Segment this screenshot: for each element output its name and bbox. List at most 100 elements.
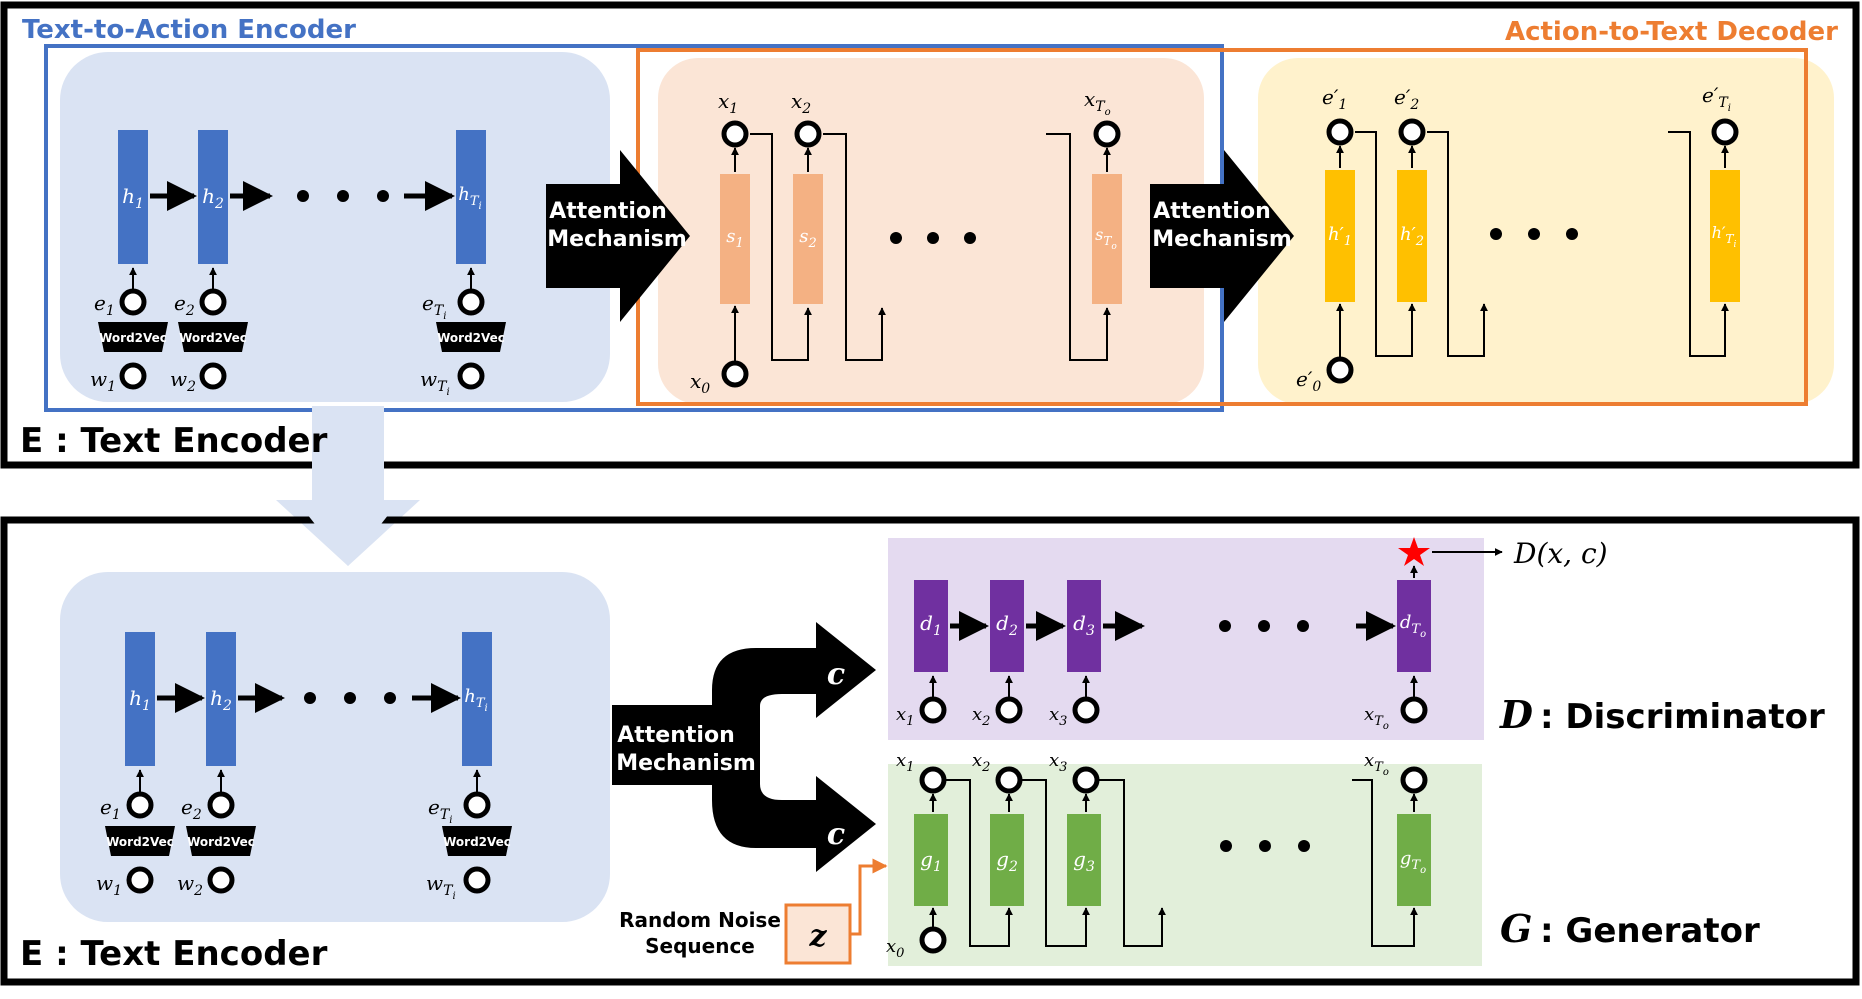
d-label-3: d3 — [1073, 611, 1095, 639]
d-ellipsis-dot — [1219, 620, 1231, 632]
g-x-label-2: x2 — [972, 750, 990, 775]
d-label-2: d2 — [996, 611, 1018, 639]
bottom-section-label: E : Text Encoder — [20, 934, 328, 974]
bottom-w-label: w2 — [177, 871, 203, 899]
top-word2vec-block — [178, 322, 248, 352]
top-decoder-ellipsis-dot — [964, 232, 976, 244]
top-e-label: e1 — [94, 291, 115, 319]
c-arrow-to-generator — [712, 776, 876, 872]
generator-label: : Generator — [1540, 911, 1760, 951]
bottom-w-node — [207, 866, 235, 894]
top-word2vec-label: Word2Vec — [179, 331, 247, 345]
bottom-h-label-1: h1 — [129, 686, 151, 714]
top-h-label-1: h1 — [122, 184, 144, 212]
bottom-h-cell-1 — [125, 632, 155, 766]
bottom-word2vec-label: Word2Vec — [106, 835, 174, 849]
bottom-e-node — [207, 791, 235, 819]
g-x0-node — [919, 926, 947, 954]
g-cell-3 — [1067, 814, 1101, 906]
top-ep0-node — [1326, 356, 1354, 384]
encoder-title: Text-to-Action Encoder — [22, 15, 356, 45]
noise-z-box — [784, 903, 852, 965]
d-x-label-3: x3 — [1049, 704, 1067, 729]
top-w-node — [457, 362, 485, 390]
top-w-label: w2 — [170, 367, 196, 395]
bottom-input-column-T: Word2Vec eTi wTi — [426, 769, 512, 902]
top-attention-arrow-2 — [1150, 150, 1294, 322]
d-label-1: d1 — [920, 611, 942, 639]
bottom-word2vec-label: Word2Vec — [443, 835, 511, 849]
g-label-1: g1 — [920, 847, 942, 875]
bottom-w-node — [463, 866, 491, 894]
top-x0-node — [721, 360, 749, 388]
bottom-e-label: eTi — [428, 795, 452, 826]
g-label-2: g2 — [996, 847, 1018, 875]
top-output-ellipsis-dot — [1490, 228, 1502, 240]
top-decoder-bg — [658, 58, 1204, 404]
bottom-attention-box — [612, 705, 760, 785]
g-x-label-3: x3 — [1049, 750, 1067, 775]
top-e-label: e2 — [174, 291, 195, 319]
top-w-node — [199, 362, 227, 390]
encoder-transfer-arrow — [276, 406, 420, 566]
top-ep-node — [1326, 118, 1354, 146]
top-output-ellipsis-dot — [1528, 228, 1540, 240]
discriminator-cells: d1 d2 d3 dTo x1 x2 x3 xTo D(x, c) — [896, 537, 1608, 732]
top-hp-cell-T — [1710, 170, 1740, 302]
generator-cells: g1 g2 g3 gTo x1 x2 x3 xTo x0 — [886, 750, 1431, 961]
discriminator-output-label: D(x, c) — [1513, 537, 1608, 570]
d-cell-T — [1397, 580, 1431, 672]
discriminator-label: : Discriminator — [1540, 697, 1825, 737]
top-x-node — [721, 120, 749, 148]
top-output-cells: h′1 h′2 h′Ti e′1 e′2 e′Ti e′0 — [1296, 83, 1740, 395]
bottom-e-node — [126, 791, 154, 819]
top-input-column-T: Word2Vec eTi wTi — [420, 267, 506, 398]
top-h-label-2: h2 — [202, 184, 224, 212]
top-word2vec-block — [98, 322, 168, 352]
g-x-label-1: x1 — [896, 750, 914, 775]
top-ep-label-T: e′Ti — [1702, 83, 1731, 114]
discriminator-output-star-icon — [1398, 537, 1430, 566]
bottom-word2vec-label: Word2Vec — [187, 835, 255, 849]
top-hp-label-2: h′2 — [1400, 224, 1424, 249]
bottom-encoder-cells: h1 h2 hTi Word2Vec e1 w1 Word2Vec e2 w2 — [96, 632, 512, 902]
encoder-transfer-arrow-tip — [296, 500, 400, 566]
bottom-word2vec-block — [186, 826, 256, 856]
decoder-title: Action-to-Text Decoder — [1505, 17, 1838, 47]
bottom-e-node — [463, 791, 491, 819]
top-s-cell-1 — [720, 174, 750, 304]
d-x-label-T: xTo — [1364, 704, 1389, 732]
top-input-column-1: Word2Vec e1 w1 — [90, 267, 168, 395]
d-cell-2 — [990, 580, 1024, 672]
bottom-h-cell-2 — [206, 632, 236, 766]
top-s-cell-2 — [793, 174, 823, 304]
bottom-panel-frame — [0, 516, 1860, 986]
top-ellipsis-dot — [297, 190, 309, 202]
top-ep-label-2: e′2 — [1394, 85, 1419, 113]
top-hp-label-T: h′Ti — [1712, 223, 1737, 250]
top-h-cell-2 — [198, 130, 228, 264]
top-s-cell-T — [1092, 174, 1122, 304]
d-label-T: dTo — [1400, 612, 1426, 640]
bottom-e-label: e2 — [181, 795, 202, 823]
bottom-input-column-2: Word2Vec e2 w2 — [177, 769, 256, 899]
g-x-node — [919, 766, 947, 794]
g-x-node — [1400, 766, 1428, 794]
bottom-attention-line2: Mechanism — [616, 751, 756, 776]
bottom-w-label: w1 — [96, 871, 122, 899]
top-e-node — [119, 288, 147, 316]
d-x-node — [919, 696, 947, 724]
top-w-label: w1 — [90, 367, 116, 395]
noise-z-label: z — [808, 919, 827, 954]
bottom-input-column-1: Word2Vec e1 w1 — [96, 769, 175, 899]
top-x0-label: x0 — [690, 369, 710, 397]
top-word2vec-label: Word2Vec — [437, 331, 505, 345]
top-panel-frame — [0, 1, 1860, 469]
g-x-label-T: xTo — [1364, 750, 1389, 778]
top-encoder-cells: h1 h2 hTi Word2Vec e1 w1 Word2Vec e2 w2 — [90, 130, 506, 398]
top-attention-arrow-1 — [546, 150, 690, 322]
top-word2vec-label: Word2Vec — [99, 331, 167, 345]
top-attention-2-line2: Mechanism — [1152, 227, 1292, 252]
noise-arrow — [850, 858, 888, 936]
top-ep-node — [1711, 118, 1739, 146]
